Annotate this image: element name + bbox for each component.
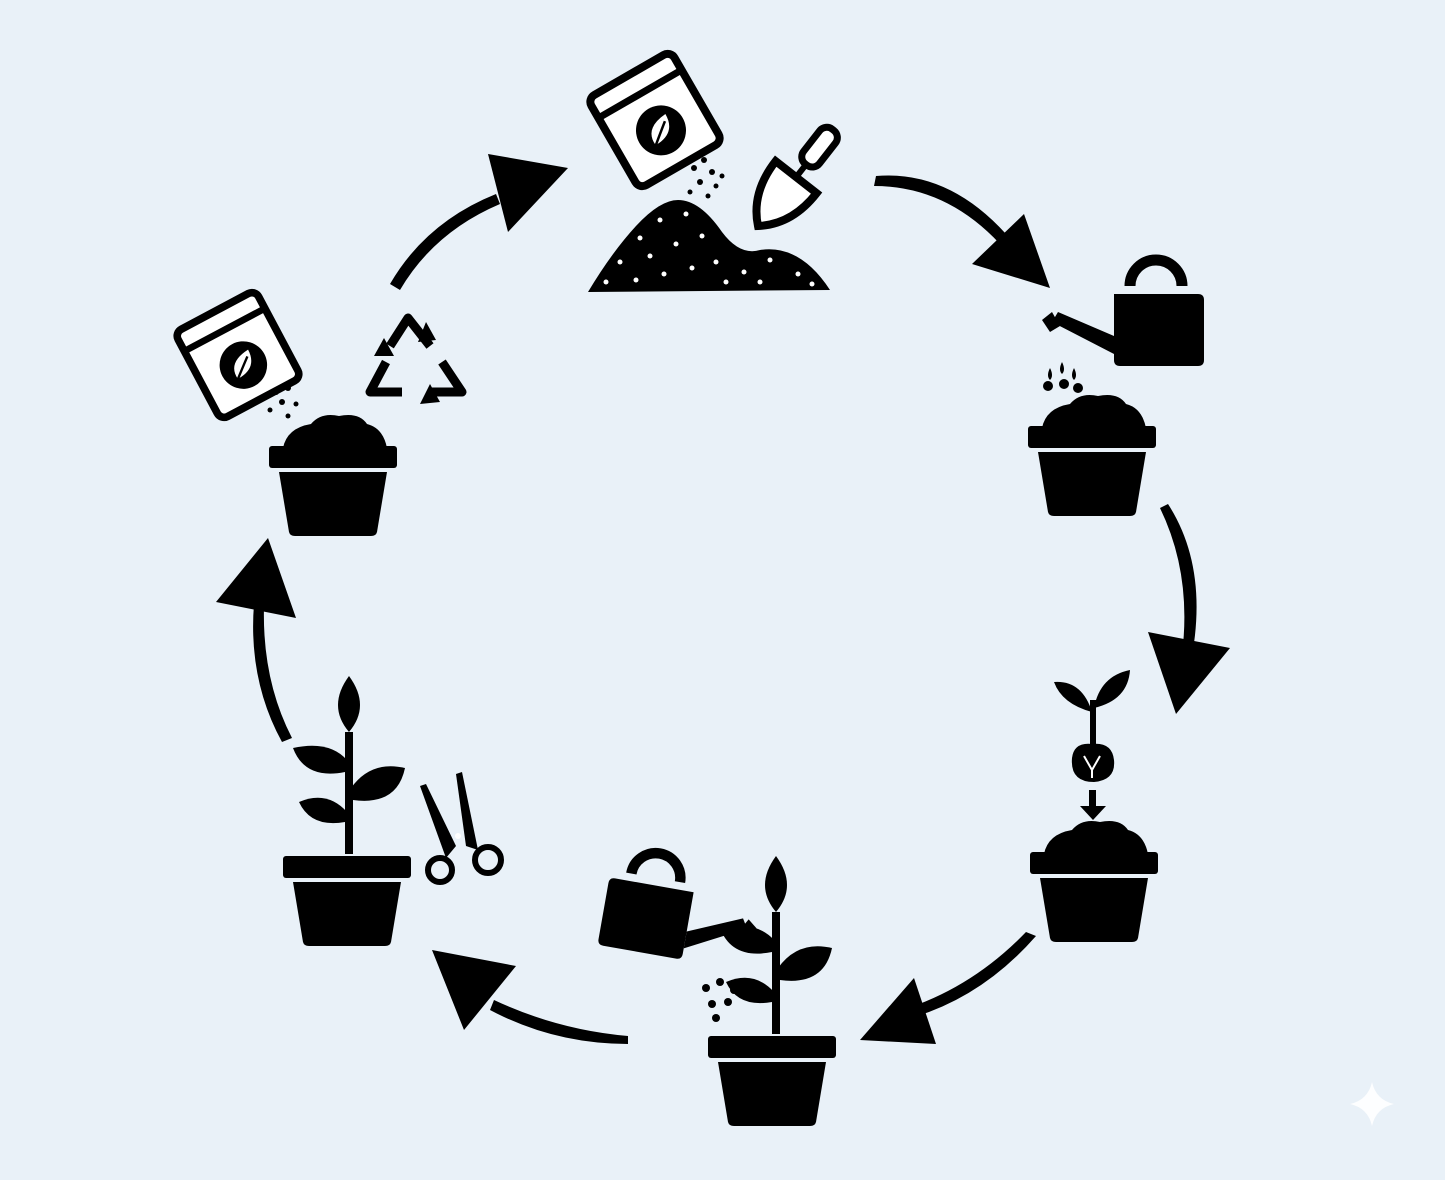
falling-soil-dots bbox=[687, 157, 725, 199]
step-3-plant-seedling bbox=[1030, 670, 1158, 942]
arrow-step-1-to-2 bbox=[874, 175, 1050, 288]
step-6-recycle-soil bbox=[175, 290, 467, 536]
arrow-step-3-to-4 bbox=[860, 932, 1036, 1044]
watering-can-icon bbox=[1042, 260, 1204, 366]
sparkle-icon bbox=[1350, 1082, 1394, 1126]
water-drops bbox=[1043, 362, 1083, 393]
arrow-step-6-to-1 bbox=[390, 154, 568, 290]
step-1-prepare-soil bbox=[587, 51, 841, 292]
cycle-arrows bbox=[216, 154, 1230, 1044]
soil-pile-icon bbox=[588, 200, 830, 292]
falling-soil-dots bbox=[267, 385, 299, 419]
potted-plant-icon bbox=[283, 676, 411, 946]
arrow-step-4-to-5 bbox=[432, 950, 628, 1044]
soil-filled-pot-icon bbox=[1030, 821, 1158, 942]
potted-plant-icon bbox=[708, 856, 836, 1126]
trowel-icon bbox=[752, 123, 841, 231]
watering-can-icon bbox=[598, 846, 767, 972]
down-arrow-icon bbox=[1080, 790, 1106, 820]
scissors-icon bbox=[420, 772, 504, 885]
arrow-step-2-to-3 bbox=[1148, 504, 1230, 714]
recycle-icon bbox=[365, 313, 467, 404]
soil-filled-pot-icon bbox=[269, 415, 397, 536]
arrow-step-5-to-6 bbox=[216, 538, 296, 742]
step-5-prune-plant bbox=[283, 676, 504, 946]
soil-bag-pouring-icon bbox=[587, 51, 722, 189]
step-2-water-soil bbox=[1028, 260, 1204, 516]
step-4-water-plant bbox=[598, 846, 836, 1126]
seedling-with-root-ball-icon bbox=[1054, 670, 1130, 782]
soil-filled-pot-icon bbox=[1028, 395, 1156, 516]
